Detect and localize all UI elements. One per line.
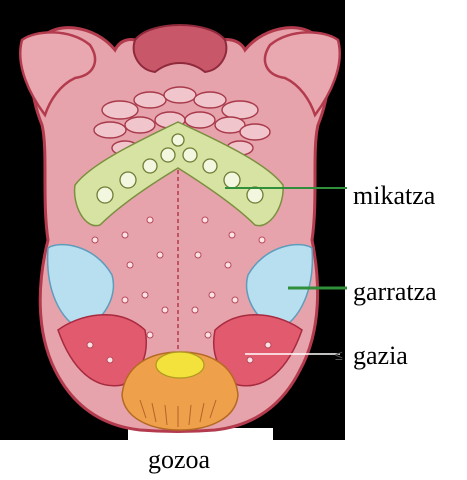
label-sweet: gozoa <box>148 447 210 473</box>
label-bitter: mikatza <box>353 183 435 209</box>
salty-leader-end-mark: ≤ <box>335 347 343 363</box>
label-sour: garratza <box>353 279 437 305</box>
label-salty: gazia <box>353 343 408 369</box>
sweet-tip-highlight <box>156 352 204 378</box>
